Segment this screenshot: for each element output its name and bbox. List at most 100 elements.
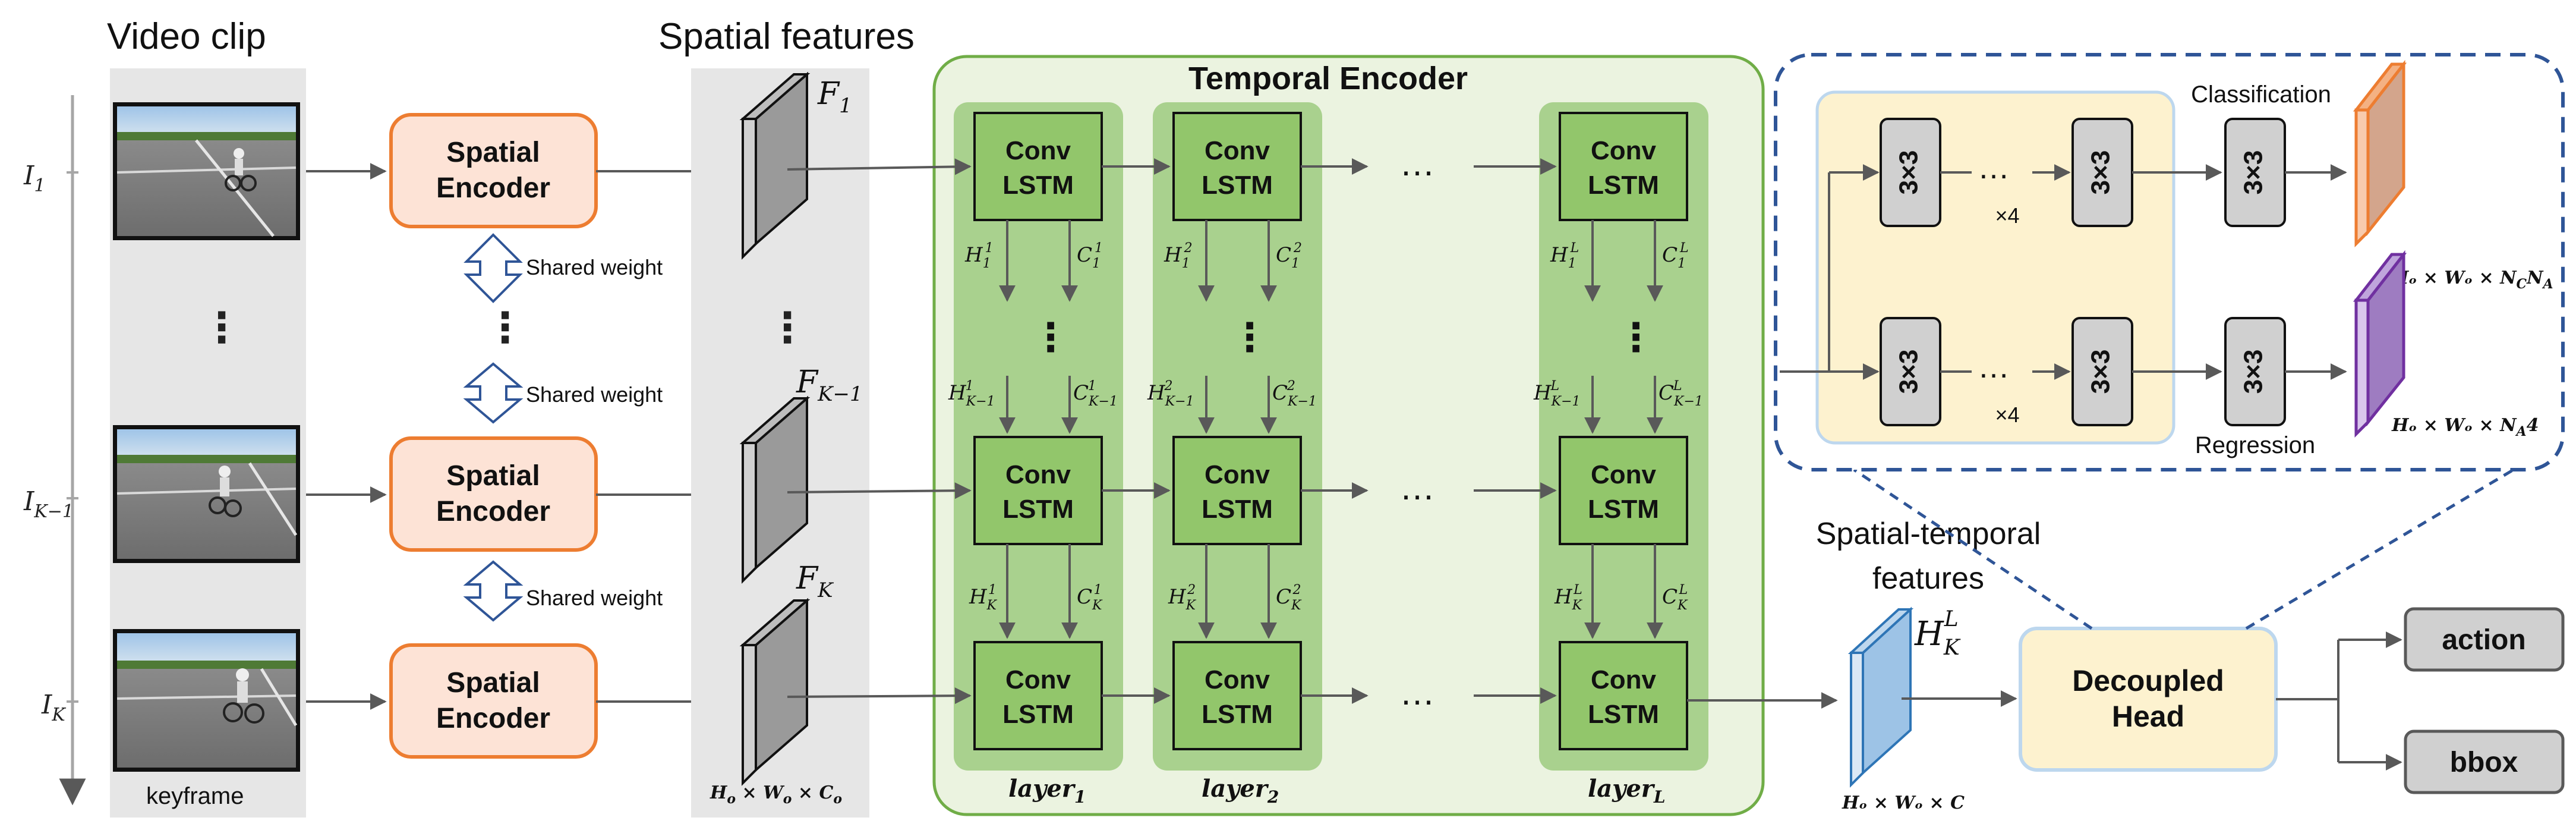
cls-output-dims: Hₒ × Wₒ × NCNA (2391, 268, 2553, 292)
svg-text:LSTM: LSTM (1002, 700, 1074, 729)
st-feature-map (1847, 606, 1914, 788)
reg-conv-3: 3×3 (2224, 317, 2286, 426)
feature-map-1 (739, 71, 811, 260)
reg-ellipsis: … (1978, 349, 2010, 385)
state-label: CK1 (1077, 583, 1103, 613)
svg-text:LSTM: LSTM (1002, 171, 1074, 200)
svg-text:Conv: Conv (1591, 665, 1657, 694)
frame-label-k-minus-1: IK−1 (23, 486, 74, 522)
reg-conv-2: 3×3 (2071, 317, 2133, 426)
state-label: HK2 (1168, 583, 1197, 613)
reg-repeat: ×4 (1995, 403, 2019, 427)
svg-text:LSTM: LSTM (1588, 171, 1659, 200)
column-vdots-1: ⋮ (1031, 315, 1070, 359)
svg-text:Conv: Conv (1205, 136, 1270, 165)
st-feature-dims: Hₒ × Wₒ × C (1842, 793, 1965, 813)
state-label: CK−11 (1073, 379, 1118, 409)
state-label: C11 (1077, 241, 1103, 271)
svg-text:3×3: 3×3 (1894, 350, 1924, 394)
video-frame-k (113, 629, 300, 772)
svg-text:bbox: bbox (2450, 747, 2518, 778)
shared-weight-arrow-1: Shared weight (464, 233, 663, 303)
frame-label-1: I1 (23, 161, 45, 196)
st-features-title-1: Spatial-temporal (1816, 517, 2041, 551)
svg-text:Conv: Conv (1005, 665, 1071, 694)
svg-text:Spatial: Spatial (446, 667, 540, 699)
column-vdots-2: ⋮ (1230, 315, 1269, 359)
cls-ellipsis: … (1978, 150, 2010, 186)
cls-conv-3: 3×3 (2224, 118, 2286, 227)
reg-conv-1: 3×3 (1880, 317, 1941, 426)
column-vdots-l: ⋮ (1616, 315, 1656, 359)
state-labels: H11 C11 H12 C12 H1L C1L HK−11 CK−11 HK−1… (948, 241, 1703, 613)
svg-text:LSTM: LSTM (1202, 495, 1273, 524)
svg-text:Shared weight: Shared weight (526, 382, 663, 407)
svg-text:Decoupled: Decoupled (2072, 664, 2224, 697)
feature-map-k (739, 598, 811, 786)
svg-text:Head: Head (2112, 700, 2184, 733)
state-label: CK2 (1276, 583, 1302, 613)
reg-output-dims: Hₒ × Wₒ × NA4 (2391, 415, 2539, 439)
svg-text:Conv: Conv (1591, 460, 1657, 489)
state-label: HK1 (969, 583, 998, 613)
svg-text:3×3: 3×3 (2239, 150, 2268, 195)
svg-text:Encoder: Encoder (436, 703, 550, 734)
svg-text:LSTM: LSTM (1588, 495, 1659, 524)
state-label: H1L (1550, 241, 1579, 271)
state-arrows (999, 220, 1663, 639)
st-feature-label: HKL (1914, 607, 1961, 660)
svg-text:Conv: Conv (1005, 460, 1071, 489)
head-detail-input (1780, 164, 1880, 380)
reg-output-map (2353, 250, 2407, 438)
shared-weight-arrow-3: Shared weight (463, 560, 663, 622)
frame-label-k: IK (41, 690, 66, 725)
svg-text:Encoder: Encoder (436, 172, 550, 204)
state-label: C12 (1276, 241, 1302, 271)
video-frame-1 (113, 102, 300, 240)
state-label: CK−1L (1659, 379, 1703, 409)
state-label: HKL (1554, 583, 1583, 613)
spatial-encoder-k: Spatial Encoder (389, 643, 598, 759)
svg-text:3×3: 3×3 (1894, 150, 1924, 195)
cls-conv-1: 3×3 (1880, 118, 1941, 227)
temporal-encoder-title: Temporal Encoder (1188, 61, 1468, 96)
between-cell-arrows (1102, 158, 1557, 704)
state-label: HK−12 (1147, 379, 1194, 409)
svg-text:LSTM: LSTM (1588, 700, 1659, 729)
cls-repeat: ×4 (1995, 203, 2019, 228)
layers-ellipsis-3: … (1399, 672, 1435, 712)
svg-text:LSTM: LSTM (1202, 171, 1273, 200)
state-label: HK−1L (1533, 379, 1581, 409)
svg-text:3×3: 3×3 (2086, 150, 2115, 195)
state-label: CKL (1662, 583, 1688, 613)
feature-label-1: F1 (817, 76, 852, 118)
feature-label-k-minus-1: FK−1 (796, 364, 863, 406)
layer-label-2: layer2 (1202, 775, 1279, 807)
state-label: C1L (1662, 241, 1689, 271)
decoupled-head: Decoupled Head (2019, 627, 2278, 772)
video-frame-k-minus-1 (113, 425, 300, 563)
time-axis (59, 95, 86, 806)
bbox-output: bbox (2404, 730, 2565, 794)
svg-text:3×3: 3×3 (2086, 350, 2115, 394)
st-features-title-2: features (1872, 561, 1984, 596)
svg-text:Encoder: Encoder (436, 496, 550, 527)
state-label: CK−12 (1272, 379, 1317, 409)
svg-text:Conv: Conv (1005, 136, 1071, 165)
svg-text:action: action (2442, 624, 2525, 656)
layer-label-1: layer1 (1008, 775, 1086, 807)
regression-label: Regression (2195, 432, 2315, 458)
svg-text:Spatial: Spatial (446, 137, 540, 168)
output-branches (2276, 631, 2402, 771)
spatial-encoder-1: Spatial Encoder (389, 113, 598, 228)
encoder-vdots: ⋮ (484, 304, 526, 351)
